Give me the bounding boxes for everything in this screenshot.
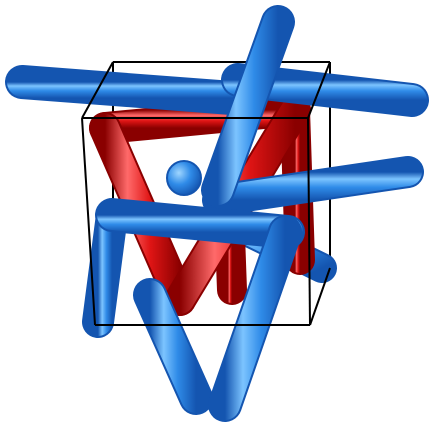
blue-rod-group bbox=[5, 5, 429, 422]
blue-rod-end bbox=[166, 160, 202, 196]
unit-cell-box bbox=[81, 61, 331, 326]
